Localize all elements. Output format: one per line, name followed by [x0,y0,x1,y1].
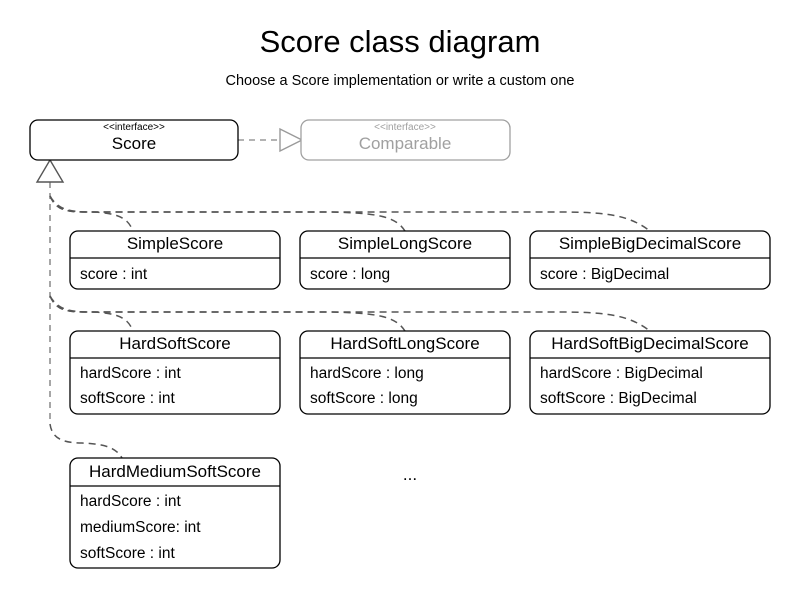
class-simple-score-name: SimpleScore [127,234,223,253]
class-hard-soft-score-attribute: hardScore : int [80,365,181,382]
class-simple-big-decimal-score-outline [529,230,771,290]
class-hard-soft-big-decimal-score-attribute: softScore : BigDecimal [540,390,697,407]
class-box-hard-medium-soft-score[interactable]: HardMediumSoftScore hardScore : int medi… [69,457,281,569]
class-hard-soft-long-score-outline [299,330,511,415]
class-hard-medium-soft-score-attribute: softScore : int [80,545,175,562]
class-hard-soft-big-decimal-score-name: HardSoftBigDecimalScore [551,334,748,353]
class-hard-soft-score-outline [69,330,281,415]
connector-to-hard-medium-soft-score [49,423,123,459]
class-hard-soft-score-attribute: softScore : int [80,390,175,407]
interface-comparable-outline [300,119,511,161]
realization-triangle-icon [279,127,304,153]
class-hard-soft-long-score-name: HardSoftLongScore [330,334,479,353]
class-box-hard-soft-long-score[interactable]: HardSoftLongScore hardScore : long softS… [299,330,511,415]
interface-comparable-name: Comparable [359,134,452,153]
connector-to-hard-soft-long-score [49,295,406,332]
more-classes-ellipsis: ... [403,465,417,484]
interface-comparable-stereotype: <<interface>> [374,122,436,133]
class-box-simple-long-score[interactable]: SimpleLongScore score : long [299,230,511,290]
generalization-triangle-icon [35,158,65,183]
interface-score-outline [29,119,239,161]
interface-score-stereotype: <<interface>> [103,122,165,133]
generalization-connectors [35,158,651,459]
class-box-hard-soft-big-decimal-score[interactable]: HardSoftBigDecimalScore hardScore : BigD… [529,330,771,415]
class-hard-soft-long-score-attribute: hardScore : long [310,365,424,382]
page-subtitle: Choose a Score implementation or write a… [226,73,575,89]
class-hard-medium-soft-score-attribute: hardScore : int [80,493,181,510]
class-hard-soft-score-name: HardSoftScore [119,334,231,353]
class-box-simple-big-decimal-score[interactable]: SimpleBigDecimalScore score : BigDecimal [529,230,771,290]
class-hard-soft-long-score-attribute: softScore : long [310,390,418,407]
class-simple-big-decimal-score-attribute: score : BigDecimal [540,266,669,283]
interface-score-name: Score [112,134,156,153]
class-hard-medium-soft-score-attribute: mediumScore: int [80,519,201,536]
class-hard-medium-soft-score-name: HardMediumSoftScore [89,462,261,481]
class-hard-soft-big-decimal-score-attribute: hardScore : BigDecimal [540,365,703,382]
class-simple-long-score-outline [299,230,511,290]
class-simple-long-score-name: SimpleLongScore [338,234,472,253]
connector-to-simple-long-score [49,195,406,232]
interface-box-score[interactable]: <<interface>> Score [29,119,239,161]
class-box-hard-soft-score[interactable]: HardSoftScore hardScore : int softScore … [69,330,281,415]
class-simple-score-attribute: score : int [80,266,148,283]
interface-box-comparable[interactable]: <<interface>> Comparable [300,119,511,161]
class-simple-score-outline [69,230,281,290]
class-hard-soft-big-decimal-score-outline [529,330,771,415]
class-simple-big-decimal-score-name: SimpleBigDecimalScore [559,234,741,253]
connector-to-simple-big-decimal-score [49,195,651,232]
class-simple-long-score-attribute: score : long [310,266,390,283]
connector-to-simple-score [49,195,134,232]
connector-to-hard-soft-big-decimal-score [49,295,651,332]
connector-to-hard-soft-score [49,295,134,332]
realization-relationship [238,127,304,153]
page-title: Score class diagram [260,24,541,59]
class-box-simple-score[interactable]: SimpleScore score : int [69,230,281,290]
